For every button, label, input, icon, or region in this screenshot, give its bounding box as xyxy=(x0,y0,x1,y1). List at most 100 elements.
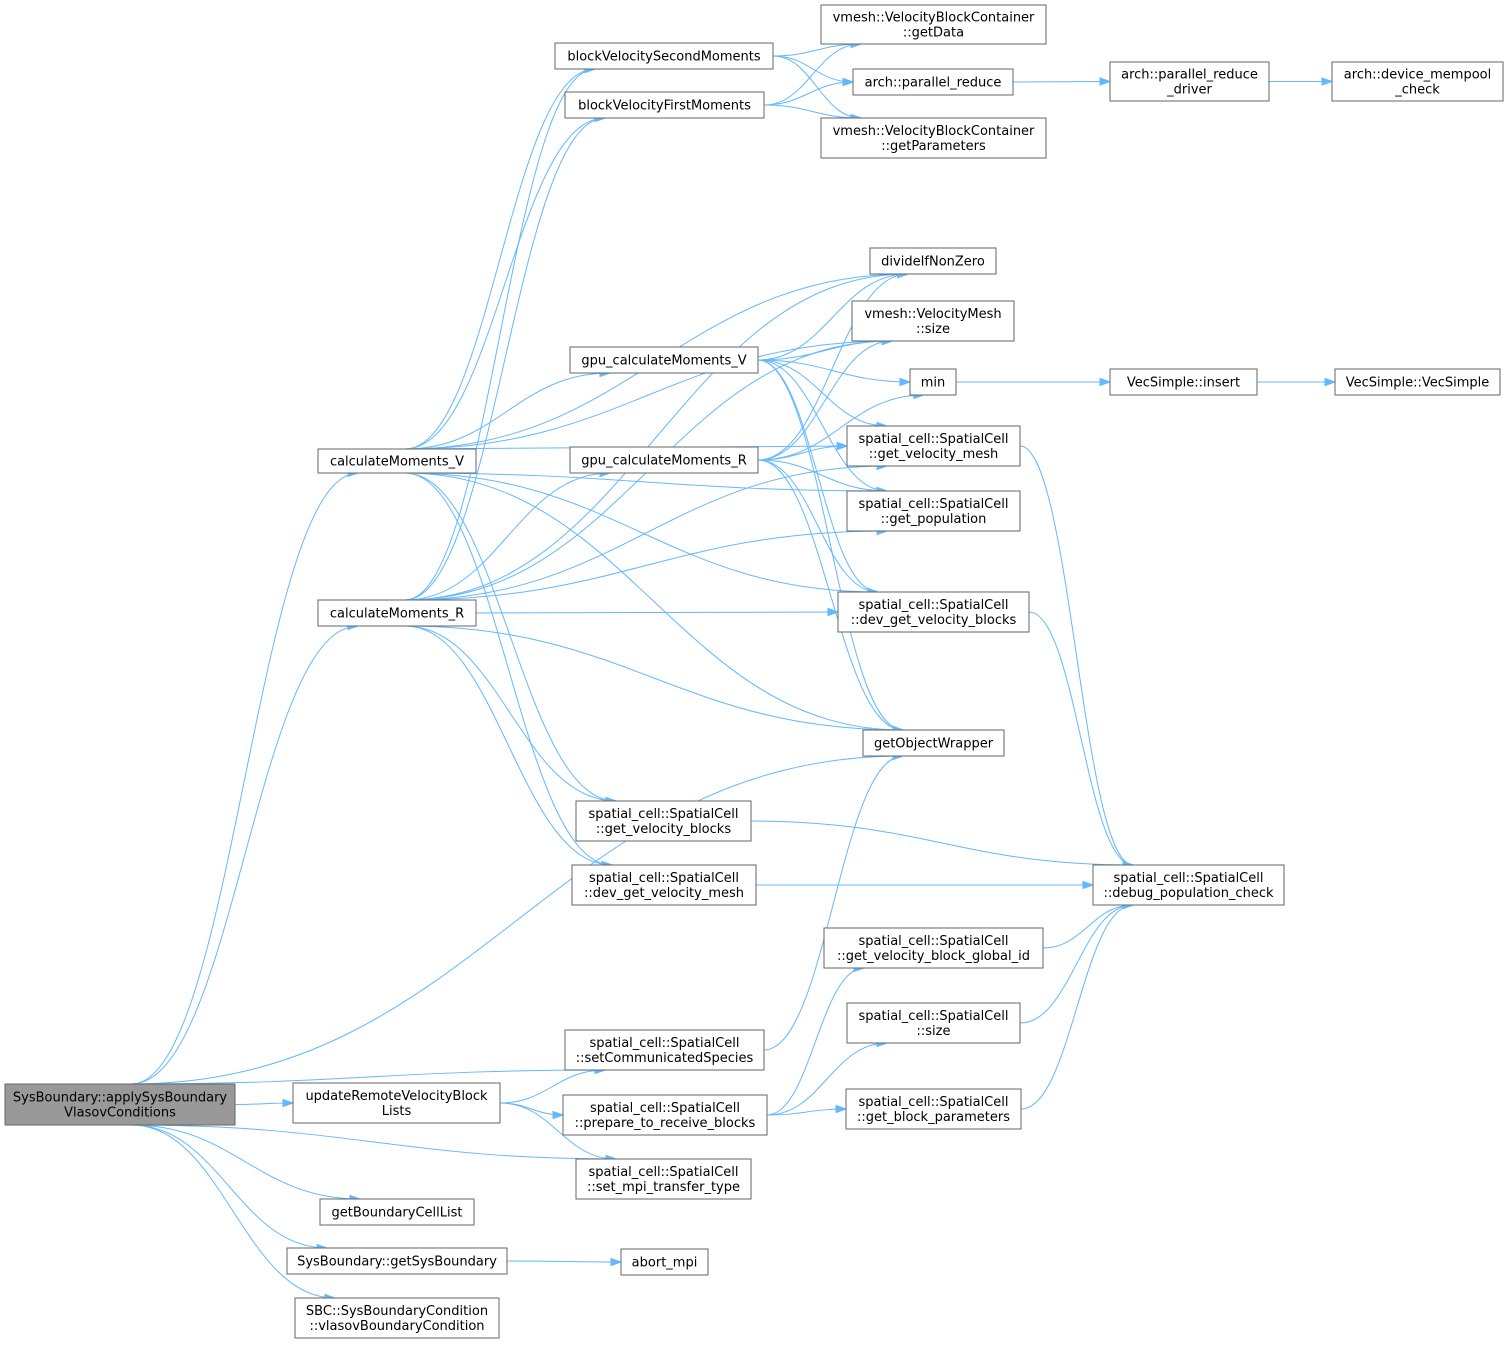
node-box xyxy=(909,368,957,396)
node-label: ::dev_get_velocity_blocks xyxy=(851,613,1017,628)
node-box xyxy=(846,425,1021,467)
node-gpuv[interactable]: gpu_calculateMoments_V xyxy=(569,346,759,374)
node-label: _driver xyxy=(1166,83,1212,98)
node-box xyxy=(851,300,1015,342)
node-getpop[interactable]: spatial_cell::SpatialCell::get_populatio… xyxy=(846,490,1021,532)
node-globalid[interactable]: spatial_cell::SpatialCell::get_velocity_… xyxy=(823,927,1044,969)
edge-line xyxy=(131,625,359,1085)
node-box xyxy=(564,1029,765,1071)
node-label: arch::device_mempool xyxy=(1344,68,1491,83)
node-bvfm[interactable]: blockVelocityFirstMoments xyxy=(564,91,765,119)
node-debugpop[interactable]: spatial_cell::SpatialCell::debug_populat… xyxy=(1092,864,1285,906)
edge-line xyxy=(757,359,911,383)
node-box xyxy=(569,346,759,374)
edge-line xyxy=(757,359,904,731)
edge-arrowhead xyxy=(827,607,840,617)
node-preprecv[interactable]: spatial_cell::SpatialCell::prepare_to_re… xyxy=(562,1094,768,1136)
edge-line xyxy=(757,459,888,492)
node-box xyxy=(562,1094,768,1136)
edge-line xyxy=(131,1124,336,1299)
node-label: spatial_cell::SpatialCell xyxy=(589,1165,739,1180)
node-vmsize[interactable]: vmesh::VelocityMesh::size xyxy=(851,300,1015,342)
call-edge-root-to-calcv xyxy=(131,468,360,1085)
node-getobj[interactable]: getObjectWrapper xyxy=(862,729,1005,757)
node-root[interactable]: SysBoundary::applySysBoundaryVlasovCondi… xyxy=(4,1083,236,1126)
node-label: spatial_cell::SpatialCell xyxy=(589,807,739,822)
node-blockparams[interactable]: spatial_cell::SpatialCell::get_block_par… xyxy=(845,1088,1022,1130)
node-label: spatial_cell::SpatialCell xyxy=(859,1009,1009,1024)
edge-line xyxy=(475,611,839,614)
node-label: spatial_cell::SpatialCell xyxy=(859,432,1009,447)
node-label: SysBoundary::applySysBoundary xyxy=(13,1091,228,1106)
node-label: _check xyxy=(1394,83,1440,98)
call-edge-calcr-to-bvsm xyxy=(404,64,597,601)
node-label: VecSimple::VecSimple xyxy=(1346,376,1490,391)
node-gpur[interactable]: gpu_calculateMoments_R xyxy=(569,446,759,474)
edge-line xyxy=(404,472,879,593)
node-vlasovbc[interactable]: SBC::SysBoundaryCondition::vlasovBoundar… xyxy=(294,1297,500,1339)
edge-line xyxy=(757,340,893,361)
edge-line xyxy=(1028,611,1134,866)
edge-line xyxy=(763,755,904,1051)
node-getsysb[interactable]: SysBoundary::getSysBoundary xyxy=(286,1247,508,1275)
edge-line xyxy=(766,967,865,1116)
edge-line xyxy=(404,472,904,731)
node-devgetvelblocks[interactable]: spatial_cell::SpatialCell::dev_get_veloc… xyxy=(837,591,1030,633)
call-edge-root-to-updremote xyxy=(234,1098,295,1108)
node-label: ::setCommunicatedSpecies xyxy=(576,1051,754,1066)
call-edge-gpuv-to-min xyxy=(757,359,912,387)
node-label: blockVelocitySecondMoments xyxy=(567,50,761,65)
node-label: ::set_mpi_transfer_type xyxy=(587,1180,740,1195)
node-getvelmesh[interactable]: spatial_cell::SpatialCell::get_velocity_… xyxy=(846,425,1021,467)
edge-line xyxy=(1042,904,1134,949)
node-label: ::get_velocity_block_global_id xyxy=(837,949,1030,964)
node-getdata[interactable]: vmesh::VelocityBlockContainer::getData xyxy=(820,4,1047,45)
edge-line xyxy=(757,394,924,461)
edge-line xyxy=(757,459,904,731)
node-vecinsert[interactable]: VecSimple::insert xyxy=(1109,368,1258,396)
call-edge-calcr-to-divide xyxy=(404,269,910,601)
edge-line xyxy=(499,1102,617,1160)
edge-line xyxy=(404,625,904,731)
node-min[interactable]: min xyxy=(909,368,957,396)
edge-arrowhead xyxy=(1082,880,1095,890)
node-getbcl[interactable]: getBoundaryCellList xyxy=(319,1198,475,1226)
node-devgetvelmesh[interactable]: spatial_cell::SpatialCell::dev_get_veloc… xyxy=(571,864,757,906)
node-getvelblocks[interactable]: spatial_cell::SpatialCell::get_velocity_… xyxy=(575,800,752,842)
edge-line xyxy=(404,530,888,601)
node-label: spatial_cell::SpatialCell xyxy=(859,1095,1009,1110)
edge-line xyxy=(404,340,893,450)
call-edge-root-to-setcomm xyxy=(131,1065,607,1085)
call-edge-preduce-to-preducedrv xyxy=(1012,77,1112,86)
node-label: arch::parallel_reduce xyxy=(865,76,1002,91)
node-vecctor[interactable]: VecSimple::VecSimple xyxy=(1334,368,1501,396)
node-calcv[interactable]: calculateMoments_V xyxy=(317,448,477,474)
call-edge-gpur-to-getvelmesh xyxy=(757,441,849,461)
node-bvsm[interactable]: blockVelocitySecondMoments xyxy=(554,42,774,70)
edge-line xyxy=(404,472,617,802)
edge-arrowhead xyxy=(610,1257,623,1267)
node-mempool[interactable]: arch::device_mempool_check xyxy=(1331,61,1504,102)
edge-line xyxy=(404,117,606,601)
node-label: getBoundaryCellList xyxy=(332,1206,463,1221)
edge-line xyxy=(1019,904,1134,1024)
node-preduce[interactable]: arch::parallel_reduce xyxy=(852,68,1014,96)
node-divide[interactable]: divideIfNonZero xyxy=(869,247,997,275)
node-label: vmesh::VelocityMesh xyxy=(864,307,1001,322)
edge-line xyxy=(404,625,617,802)
node-label: ::get_block_parameters xyxy=(857,1110,1010,1125)
node-getparams[interactable]: vmesh::VelocityBlockContainer::getParame… xyxy=(820,117,1047,159)
node-preducedrv[interactable]: arch::parallel_reduce_driver xyxy=(1109,61,1270,102)
node-setmpi[interactable]: spatial_cell::SpatialCell::set_mpi_trans… xyxy=(575,1158,752,1200)
node-scsize[interactable]: spatial_cell::SpatialCell::size xyxy=(846,1002,1021,1044)
node-box xyxy=(575,1158,752,1200)
node-label: SysBoundary::getSysBoundary xyxy=(297,1255,497,1270)
edge-line xyxy=(404,472,888,492)
node-setcomm[interactable]: spatial_cell::SpatialCell::setCommunicat… xyxy=(564,1029,765,1071)
call-edge-preprecv-to-blockparams xyxy=(766,1104,848,1116)
call-edge-calcv-to-getvelblocks xyxy=(404,472,618,806)
node-abort[interactable]: abort_mpi xyxy=(620,1248,709,1276)
node-calcr[interactable]: calculateMoments_R xyxy=(317,599,477,627)
